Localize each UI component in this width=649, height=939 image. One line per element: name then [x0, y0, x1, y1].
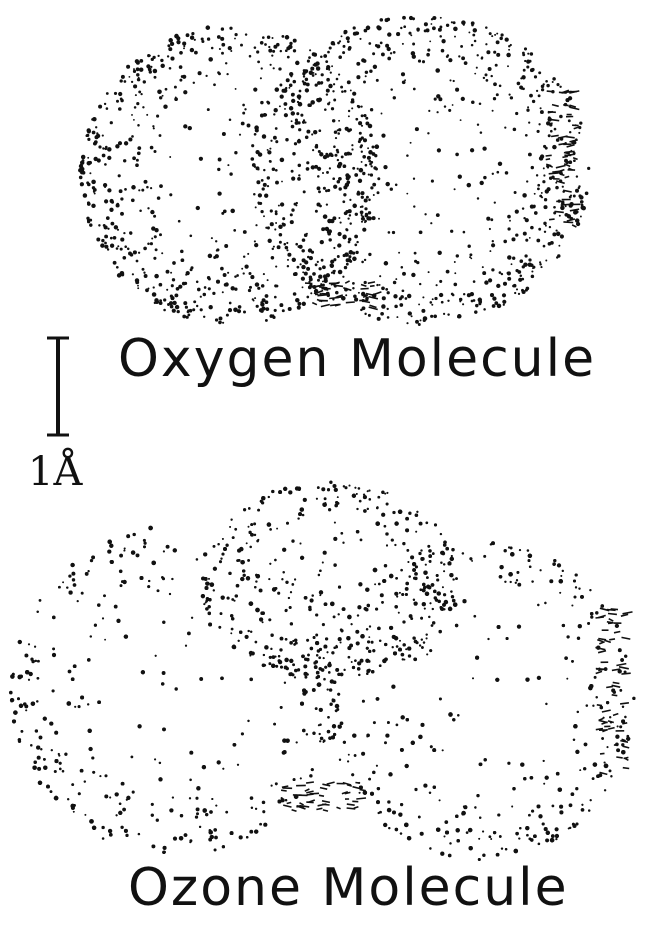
- scale-label: 1Å: [28, 452, 82, 492]
- ozone-molecule-shape: [9, 481, 636, 861]
- oxygen-molecule-label: Oxygen Molecule: [118, 333, 596, 385]
- scale-bar: [47, 338, 69, 435]
- ozone-molecule-label: Ozone Molecule: [128, 862, 569, 914]
- oxygen-molecule-shape: [78, 16, 590, 326]
